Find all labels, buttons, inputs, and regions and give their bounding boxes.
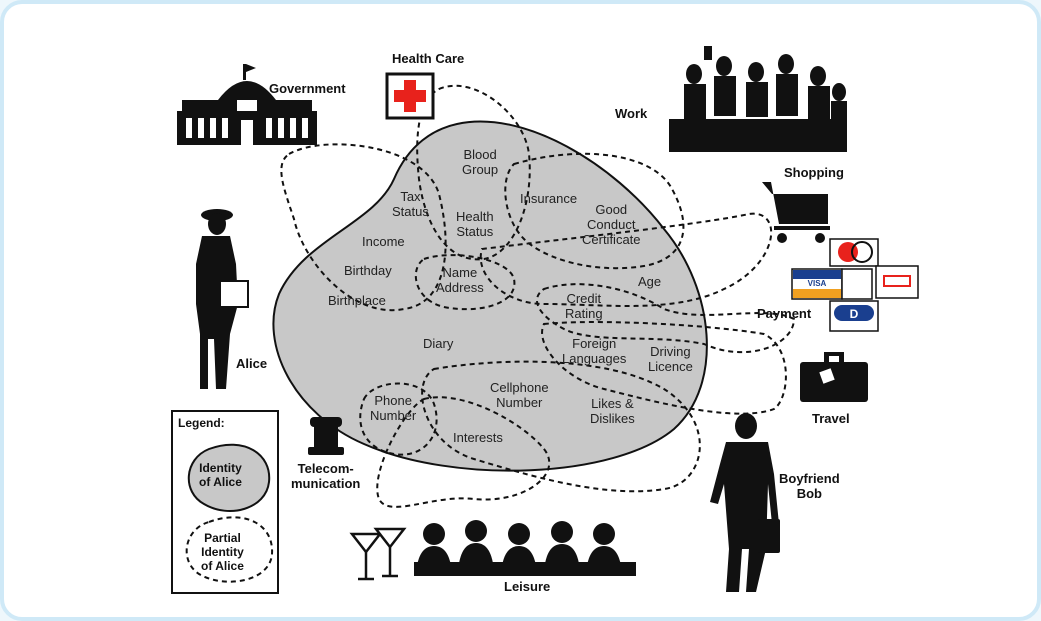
legend-title: Legend: xyxy=(178,416,225,430)
name-address-label: Name Address xyxy=(436,265,484,295)
svg-text:D: D xyxy=(850,307,859,321)
mastercard-icon xyxy=(829,238,879,267)
phone-number-label: Phone Number xyxy=(370,393,417,423)
leisure-label: Leisure xyxy=(504,579,551,594)
partial-identity-shopping xyxy=(479,212,773,307)
interests-label: Interests xyxy=(453,430,503,445)
identity-diagram: D xyxy=(171,46,919,594)
credit-cards-icon: D xyxy=(791,238,919,332)
shopping-label: Shopping xyxy=(784,165,844,180)
legend-identity-swatch xyxy=(187,443,271,512)
health-care-label: Health Care xyxy=(392,51,465,66)
partial-identity-government xyxy=(280,143,447,312)
partial-identity-name xyxy=(414,254,516,311)
legend-identity-label: Identity of Alice xyxy=(199,461,242,489)
identity-of-alice-region xyxy=(272,120,708,472)
legend-partial-swatch xyxy=(185,516,274,583)
partial-identity-leisure xyxy=(376,396,551,508)
partial-identity-boyfriend xyxy=(421,360,701,493)
credit-rating-label: Credit Rating xyxy=(565,291,603,321)
birthday-label: Birthday xyxy=(344,263,392,278)
insurance-label: Insurance xyxy=(520,191,578,206)
diary-label: Diary xyxy=(423,336,454,351)
partial-identity-telecom xyxy=(359,382,438,456)
payment-label: Payment xyxy=(757,306,812,321)
birthplace-label: Birthplace xyxy=(328,293,386,308)
martini-glasses-icon xyxy=(349,527,407,581)
red-cross-icon xyxy=(385,72,435,120)
good-conduct-certificate-label: Good Conduct Certificate xyxy=(582,202,641,247)
telecommunication-label: Telecom- munication xyxy=(291,461,361,491)
blank-card-icon xyxy=(841,268,873,300)
partial-identity-work xyxy=(504,152,685,270)
alice-silhouette-icon xyxy=(196,209,249,389)
partial-identity-health xyxy=(416,84,531,261)
health-status-label: Health Status xyxy=(456,209,494,239)
cellphone-number-label: Cellphone Number xyxy=(490,380,549,410)
income-label: Income xyxy=(362,234,405,249)
government-building-icon xyxy=(177,64,317,145)
government-label: Government xyxy=(269,81,346,96)
driving-licence-label: Driving Licence xyxy=(648,344,693,374)
visa-card-text: VISA xyxy=(807,279,827,288)
audience-silhouettes-icon xyxy=(414,520,636,576)
blood-group-label: Blood Group xyxy=(462,147,499,177)
business-meeting-icon xyxy=(669,46,847,152)
alice-label: Alice xyxy=(236,356,268,371)
boyfriend-bob-label: Boyfriend Bob xyxy=(779,471,840,501)
foreign-languages-label: Foreign Languages xyxy=(562,336,627,366)
partial-identity-travel xyxy=(541,321,787,415)
partial-identity-loops xyxy=(280,84,796,508)
telephone-icon xyxy=(308,417,344,455)
tax-status-label: Tax Status xyxy=(392,189,429,219)
likes-dislikes-label: Likes & Dislikes xyxy=(590,396,635,426)
amex-card-icon xyxy=(875,265,919,299)
age-label: Age xyxy=(638,274,662,289)
legend-partial-label: Partial Identity of Alice xyxy=(201,531,244,573)
travel-label: Travel xyxy=(812,411,850,426)
diners-card-icon: D xyxy=(829,300,879,332)
suitcase-icon xyxy=(800,352,868,402)
partial-identity-payment xyxy=(535,283,796,354)
visa-card-icon xyxy=(791,268,843,300)
work-label: Work xyxy=(615,106,648,121)
shopping-cart-icon xyxy=(762,182,830,243)
boyfriend-silhouette-icon xyxy=(710,413,780,592)
